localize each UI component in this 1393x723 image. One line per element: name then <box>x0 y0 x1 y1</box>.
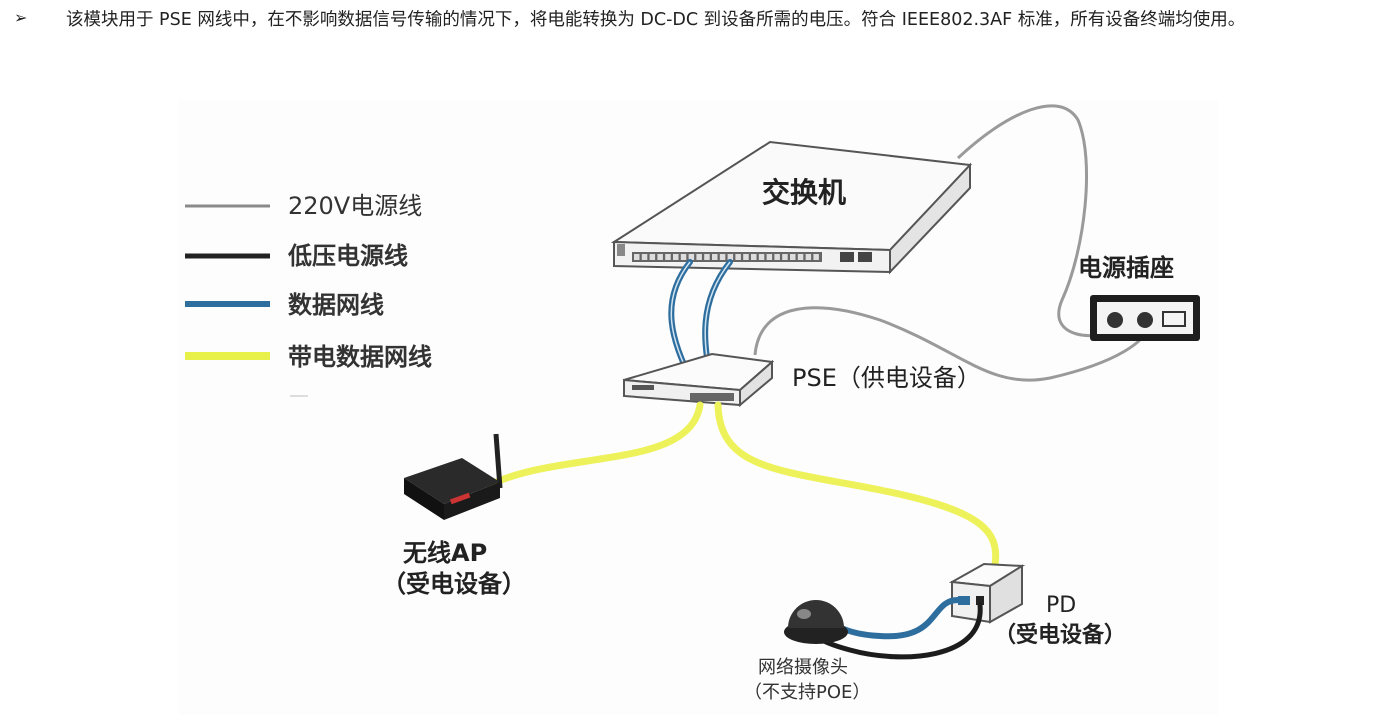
switch-port-slot <box>805 254 812 260</box>
ap-label: 无线AP <box>403 539 487 567</box>
switch-port-slot <box>634 254 640 260</box>
switch-port-slot <box>751 254 757 260</box>
ap-sublabel: （受电设备） <box>382 570 526 598</box>
ap-antenna <box>493 433 503 489</box>
switch-port-slot <box>758 254 765 260</box>
switch-port-slot <box>641 254 648 260</box>
pse-logo-mark <box>632 385 654 390</box>
outlet-socket <box>1107 312 1123 328</box>
switch-console-port <box>617 244 625 256</box>
outlet-socket <box>1137 312 1153 328</box>
pd-power-port <box>976 596 984 605</box>
switch-port-slot <box>673 254 679 260</box>
legend: 220V电源线 低压电源线 数据网线 带电数据网线 <box>185 192 432 397</box>
pse-label: PSE（供电设备） <box>792 364 981 392</box>
poe-cable-to-ap <box>486 401 704 489</box>
switch-ports <box>634 254 819 260</box>
switch-port-slot <box>712 254 718 260</box>
switch-port-slot <box>657 254 663 260</box>
camera-lens-highlight <box>797 609 811 619</box>
cable-pse-to-outlet <box>753 306 1150 382</box>
camera-sublabel: （不支持POE） <box>744 682 870 703</box>
switch-uplink-port <box>840 252 854 262</box>
legend-label-220v: 220V电源线 <box>288 192 422 220</box>
ap-front <box>444 482 500 520</box>
switch-port-slot <box>688 254 695 260</box>
description-text: 该模块用于 PSE 网线中，在不影响数据信号传输的情况下，将电能转换为 DC-D… <box>66 10 1246 30</box>
network-switch: 交换机 <box>610 140 973 275</box>
ap-top <box>404 458 500 504</box>
bullet-arrow-icon: ➢ <box>14 8 28 27</box>
switch-port-slot <box>743 254 749 260</box>
switch-port-slot <box>727 254 734 260</box>
cable-switch-to-outlet <box>956 104 1112 337</box>
pd-sublabel: （受电设备） <box>994 622 1126 648</box>
switch-port-slot <box>719 254 726 260</box>
switch-side <box>889 162 971 275</box>
switch-uplink-port <box>858 252 872 262</box>
switch-port-slot <box>665 254 671 260</box>
switch-port-slot <box>766 254 773 260</box>
switch-port-slot <box>797 254 804 260</box>
outlet-switch <box>1162 311 1186 327</box>
camera-label: 网络摄像头 <box>758 657 848 678</box>
switch-port-bank <box>632 252 822 262</box>
legend-label-lowvolt: 低压电源线 <box>287 242 408 270</box>
switch-port-slot <box>735 254 741 260</box>
switch-port-slot <box>774 254 780 260</box>
pse-device: PSE（供电设备） <box>623 352 981 408</box>
pse-side <box>739 359 773 408</box>
switch-label: 交换机 <box>762 176 846 209</box>
ap-indicator-light <box>449 492 471 505</box>
switch-port-slot <box>649 254 656 260</box>
switch-port-slot <box>680 254 687 260</box>
poe-cable-to-pd <box>714 401 1000 569</box>
pd-side <box>989 564 1023 624</box>
pse-ports <box>690 393 734 401</box>
switch-port-slot <box>790 254 796 260</box>
pd-data-port <box>958 596 970 605</box>
camera-dome <box>788 600 844 628</box>
switch-port-slot <box>782 254 788 260</box>
power-outlet: 电源插座 <box>1078 254 1200 341</box>
poe-cables <box>486 401 1000 569</box>
legend-label-data: 数据网线 <box>288 291 384 319</box>
network-camera: 网络摄像头 （不支持POE） <box>744 600 870 703</box>
wireless-ap: 无线AP （受电设备） <box>382 433 526 598</box>
switch-port-slot <box>696 254 702 260</box>
outlet-label: 电源插座 <box>1078 254 1174 282</box>
switch-port-slot <box>704 254 710 260</box>
pd-label: PD <box>1046 593 1076 618</box>
legend-label-poe: 带电数据网线 <box>288 343 432 371</box>
switch-port-slot <box>813 254 819 260</box>
power-220v-cables <box>753 104 1150 382</box>
ap-left <box>404 478 444 520</box>
